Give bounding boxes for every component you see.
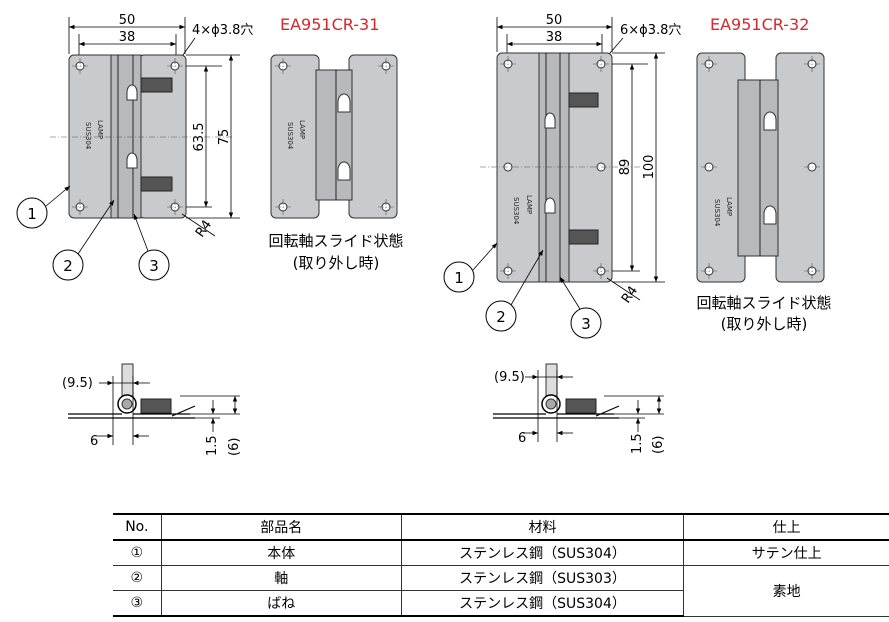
right-callout-3-label: 3 bbox=[581, 315, 591, 333]
left-slide-state-view: LAMP SUS304 bbox=[270, 54, 398, 219]
right-stamp-brand: LAMP bbox=[525, 195, 533, 214]
right-slide-caption-2: (取り外し時) bbox=[721, 315, 808, 333]
hinge-knuckle bbox=[110, 54, 142, 219]
left-callout-3 bbox=[138, 249, 170, 281]
right-fig-knuckle bbox=[538, 52, 570, 283]
spring-coil-upper bbox=[140, 77, 173, 93]
left-slide-stamp-material: SUS304 bbox=[286, 122, 294, 150]
left-pin-offset-label: (9.5) bbox=[62, 376, 93, 391]
right-hinge-front-view: 50 38 6×ϕ3.8穴 LAMP SUS304 bbox=[443, 13, 681, 339]
left-height-total-label: 75 bbox=[217, 129, 232, 146]
row-no: ③ bbox=[113, 590, 162, 617]
right-slide-stamp-brand: LAMP bbox=[725, 197, 733, 216]
left-hinge-leaf bbox=[68, 54, 118, 219]
right-callout-2-label: 2 bbox=[496, 308, 506, 326]
row-material: ステンレス鋼（SUS304） bbox=[401, 539, 685, 566]
left-leaf-width-label: 6 bbox=[90, 434, 98, 449]
header-no: No. bbox=[113, 513, 162, 541]
right-callout-2 bbox=[485, 300, 517, 332]
right-spring-coil-lower bbox=[568, 229, 599, 245]
left-slide-caption-1: 回転軸スライド状態 bbox=[268, 232, 403, 250]
right-side-view bbox=[493, 363, 664, 442]
right-pin-offset-label: (9.5) bbox=[494, 370, 525, 385]
right-spring-coil-upper bbox=[568, 92, 599, 108]
left-radius-label: R4 bbox=[193, 218, 215, 241]
row-no: ② bbox=[113, 565, 162, 591]
left-callout-1-label: 1 bbox=[27, 205, 37, 223]
right-slide-stamp-material: SUS304 bbox=[713, 199, 721, 227]
left-slide-caption-2: (取り外し時) bbox=[293, 254, 380, 272]
row-part-name: ばね bbox=[161, 590, 402, 617]
left-model-label: EA951CR-31 bbox=[280, 15, 379, 34]
left-callout-1 bbox=[16, 197, 48, 229]
right-width-inner-label: 38 bbox=[546, 30, 563, 45]
right-radius-label: R4 bbox=[619, 284, 641, 307]
left-width-outer-label: 50 bbox=[119, 13, 136, 28]
right-callout-1-label: 1 bbox=[454, 269, 464, 287]
hinge-technical-drawing: 50 38 4×ϕ3.8穴 LAMP S bbox=[16, 13, 832, 456]
left-height-pitch-label: 63.5 bbox=[192, 123, 207, 152]
right-width-outer-label: 50 bbox=[546, 13, 563, 28]
right-callout-3 bbox=[570, 307, 602, 339]
left-side-view bbox=[68, 363, 240, 445]
right-height-pitch-label: 89 bbox=[618, 159, 633, 176]
row-material: ステンレス鋼（SUS304） bbox=[401, 590, 685, 617]
header-finish: 仕上 bbox=[683, 513, 889, 541]
left-width-inner-label: 38 bbox=[119, 30, 136, 45]
right-holes-label: 6×ϕ3.8穴 bbox=[620, 23, 681, 38]
header-material: 材料 bbox=[401, 513, 685, 541]
row-part-name: 本体 bbox=[161, 539, 402, 566]
right-slide-state-view: LAMP SUS304 bbox=[696, 52, 825, 283]
left-stamp-material: SUS304 bbox=[84, 122, 92, 150]
right-overall-label: (6) bbox=[651, 436, 666, 454]
row-finish: 素地 bbox=[683, 565, 889, 617]
left-stamp-brand: LAMP bbox=[96, 120, 104, 139]
spring-coil-lower bbox=[140, 176, 173, 192]
row-part-name: 軸 bbox=[161, 565, 402, 591]
left-callout-2 bbox=[52, 249, 84, 281]
right-height-total-label: 100 bbox=[642, 155, 657, 180]
table-row: ② 軸 ステンレス鋼（SUS303） 素地 bbox=[113, 565, 889, 617]
right-callout-1 bbox=[443, 261, 475, 293]
parts-table: No. 部品名 材料 仕上 ① 本体 ステンレス鋼（SUS304） サテン仕上 … bbox=[113, 513, 889, 617]
right-slide-caption-1: 回転軸スライド状態 bbox=[696, 294, 831, 312]
left-overall-label: (6) bbox=[227, 438, 242, 456]
right-thickness-label: 1.5 bbox=[630, 433, 645, 454]
table-row: ① 本体 ステンレス鋼（SUS304） サテン仕上 bbox=[113, 539, 889, 566]
row-no: ① bbox=[113, 539, 162, 566]
left-callout-3-label: 3 bbox=[149, 257, 159, 275]
right-leaf-width-label: 6 bbox=[518, 431, 526, 446]
right-model-label: EA951CR-32 bbox=[710, 15, 809, 34]
left-callout-2-label: 2 bbox=[63, 257, 73, 275]
header-part-name: 部品名 bbox=[161, 513, 402, 541]
parts-table-header: No. 部品名 材料 仕上 bbox=[113, 513, 889, 541]
left-hinge-front-view: 50 38 4×ϕ3.8穴 LAMP S bbox=[16, 13, 253, 281]
right-stamp-material: SUS304 bbox=[512, 197, 520, 225]
left-slide-stamp-brand: LAMP bbox=[298, 120, 306, 139]
left-thickness-label: 1.5 bbox=[205, 435, 220, 456]
table-row: ③ ばね ステンレス鋼（SUS304） bbox=[113, 590, 889, 617]
left-holes-label: 4×ϕ3.8穴 bbox=[192, 23, 253, 38]
row-material: ステンレス鋼（SUS303） bbox=[401, 565, 685, 591]
row-finish: サテン仕上 bbox=[683, 539, 889, 566]
